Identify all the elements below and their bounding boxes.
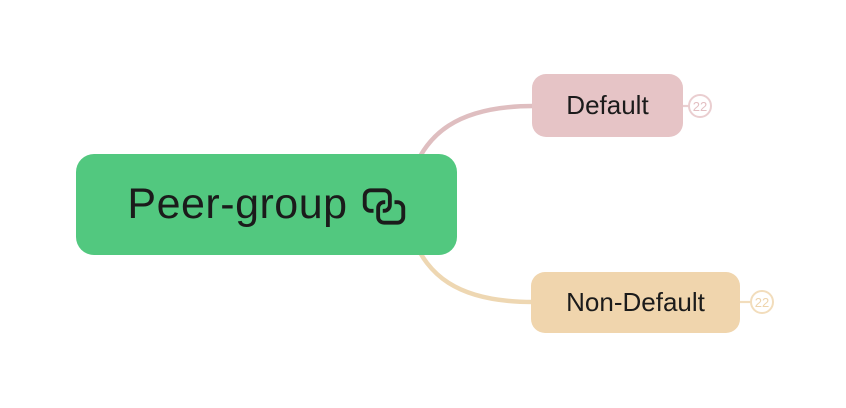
linked-topics-icon[interactable] <box>361 187 406 225</box>
child-count-badge-default[interactable]: 22 <box>688 94 712 118</box>
child-count-non-default: 22 <box>754 294 770 310</box>
node-non-default[interactable]: Non-Default <box>531 272 740 333</box>
node-default[interactable]: Default <box>532 74 683 137</box>
node-non-default-label: Non-Default <box>566 287 705 317</box>
child-count-default: 22 <box>692 98 708 114</box>
child-count-badge-non-default[interactable]: 22 <box>750 290 774 314</box>
node-peer-group[interactable]: Peer-group <box>76 154 457 255</box>
node-default-label: Default <box>566 90 649 120</box>
node-peer-group-label: Peer-group <box>127 180 348 228</box>
